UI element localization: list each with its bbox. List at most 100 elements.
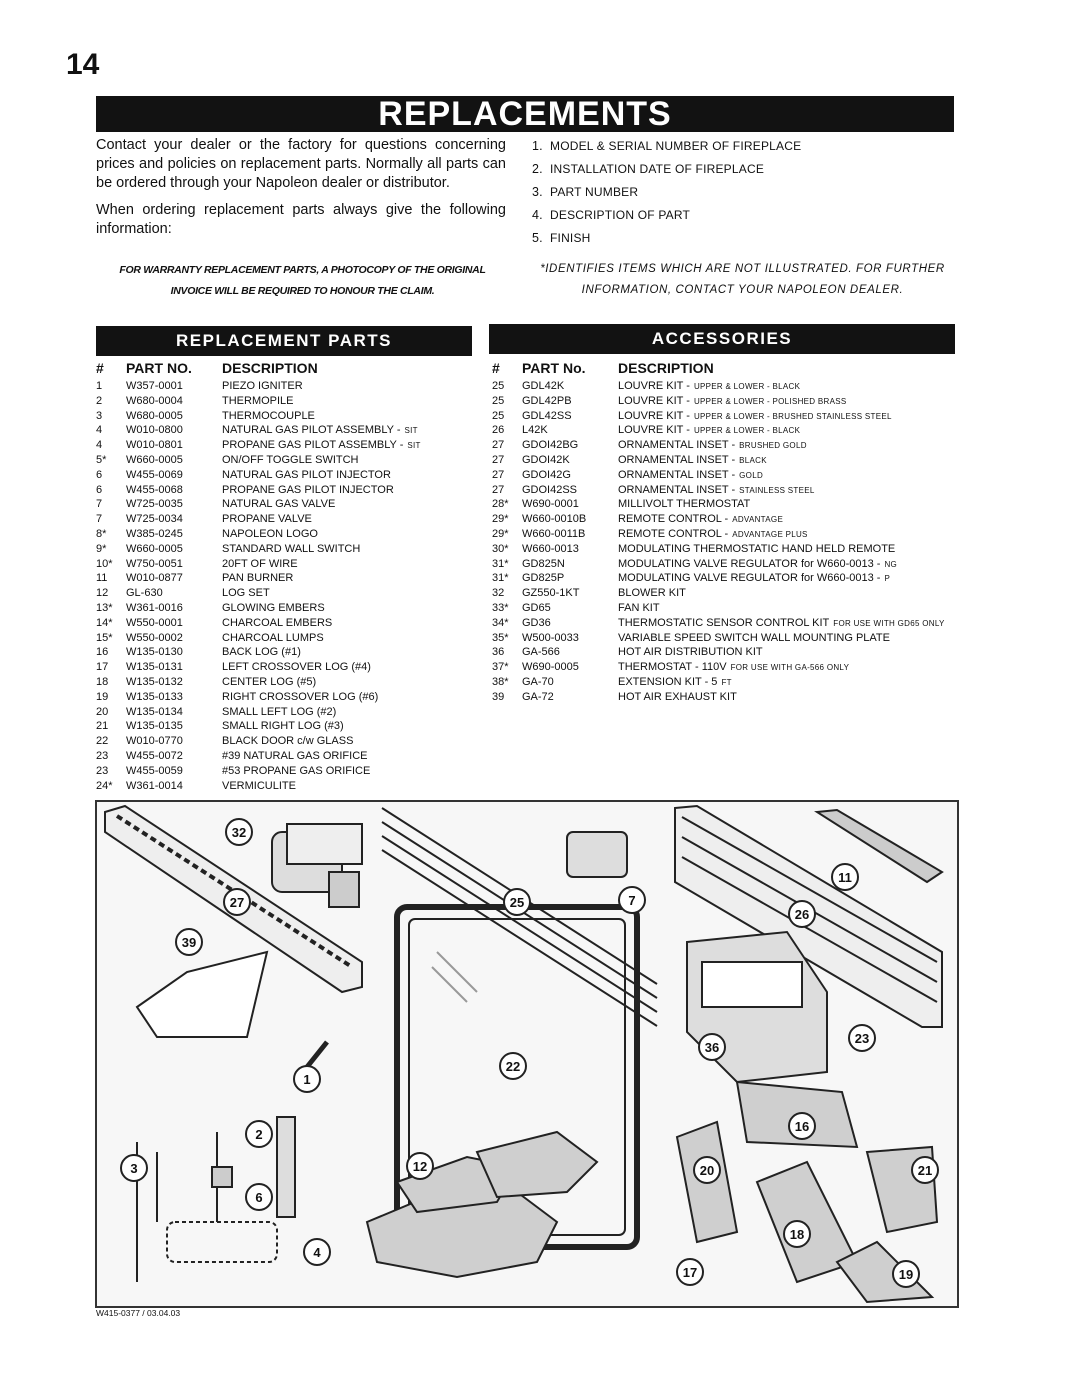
description-note: upper & lower - black — [693, 426, 801, 436]
description: BLACK DOOR c/w GLASS — [222, 735, 354, 748]
part-number: W361-0016 — [126, 601, 183, 614]
part-number: W660-0011B — [522, 527, 586, 540]
callout-label: 27 — [230, 895, 244, 910]
item-number: 27 — [492, 483, 505, 496]
item-number: 4 — [96, 439, 103, 452]
item-number: 24* — [96, 779, 113, 792]
part-number: GA-72 — [522, 690, 554, 703]
description: LOUVRE KIT - — [618, 424, 690, 437]
part-number: W455-0069 — [126, 468, 183, 481]
ordering-info-item: 5.Finish — [532, 231, 591, 245]
item-number: 33* — [492, 601, 509, 614]
part-number: W135-0132 — [126, 675, 183, 688]
callout-label: 25 — [510, 895, 524, 910]
description: THERMOCOUPLE — [222, 409, 315, 422]
description: REMOTE CONTROL - — [618, 513, 729, 526]
part-number: W010-0770 — [126, 735, 183, 748]
callout-label: 39 — [182, 935, 196, 950]
callout-label: 17 — [683, 1265, 697, 1280]
part-number: W660-0005 — [126, 453, 183, 466]
description: HOT AIR DISTRIBUTION KIT — [618, 646, 763, 659]
description: MODULATING VALVE REGULATOR for W660-0013… — [618, 557, 881, 570]
part-number: W361-0014 — [126, 779, 183, 792]
description: BACK LOG (#1) — [222, 646, 301, 659]
item-number: 10* — [96, 557, 113, 570]
item-number: 27 — [492, 468, 505, 481]
part-number: GA-70 — [522, 675, 554, 688]
item-number: 32 — [492, 587, 505, 600]
table-row: 16 W135-0130 BACK LOG (#1) — [96, 645, 481, 660]
description-note: upper & lower - black — [693, 382, 801, 391]
description: CHARCOAL LUMPS — [222, 631, 324, 644]
ordering-info-item: 1.Model & Serial Number of fireplace — [532, 139, 802, 153]
part-number: GDOI42BG — [522, 439, 579, 452]
item-number: 12 — [96, 587, 109, 600]
illustration-note: *identifies items which are not illustra… — [540, 263, 945, 296]
description: NATURAL GAS PILOT INJECTOR — [222, 468, 391, 481]
ordering-info-list: 1.Model & Serial Number of fireplace 2.I… — [532, 138, 952, 253]
part-number: W660-0005 — [126, 542, 183, 555]
description: PIEZO IGNITER — [222, 380, 303, 392]
pan-burner-drawing — [814, 808, 944, 884]
item-number: 36 — [492, 646, 505, 659]
part-number: W135-0130 — [126, 646, 183, 659]
item-number: 11 — [96, 572, 108, 585]
part-number: W680-0005 — [126, 409, 183, 422]
description: MODULATING THERMOSTATIC HAND HELD REMOTE — [618, 542, 896, 555]
description-note: advantage — [732, 515, 784, 525]
description-note: p — [884, 574, 891, 584]
description: SMALL RIGHT LOG (#3) — [222, 720, 344, 733]
accessories-header: #PART No.DESCRIPTION — [492, 360, 714, 376]
description: 20FT OF WIRE — [222, 557, 298, 570]
item-number: 30* — [492, 542, 509, 555]
description: PAN BURNER — [222, 572, 294, 585]
item-number: 15* — [96, 631, 113, 644]
item-number: 16 — [96, 646, 109, 659]
document-reference: W415-0377 / 03.04.03 — [96, 1308, 181, 1318]
description: STANDARD WALL SWITCH — [222, 542, 361, 555]
item-number: 23 — [96, 764, 109, 777]
item-number: 27 — [492, 453, 505, 466]
log-set-drawing — [365, 1080, 939, 1304]
description: BLOWER KIT — [618, 587, 686, 600]
item-number: 19 — [96, 690, 109, 703]
item-number: 8* — [96, 527, 107, 540]
item-number: 6 — [96, 483, 103, 496]
part-number: W660-0013 — [522, 542, 579, 555]
item-number: 25 — [492, 394, 505, 407]
callout-label: 32 — [232, 825, 246, 840]
parts-diagram: 32 27 39 25 7 11 26 36 23 1 22 2 3 6 4 1… — [95, 800, 959, 1308]
part-number: W135-0133 — [126, 690, 183, 703]
item-number: 7 — [96, 513, 103, 526]
item-number: 18 — [96, 675, 109, 688]
warranty-note: For warranty replacement parts, a photoc… — [119, 264, 486, 297]
accessories-heading: ACCESSORIES — [489, 324, 955, 354]
description: ORNAMENTAL INSET - — [618, 468, 736, 481]
description: THERMOSTAT - 110V — [618, 661, 727, 674]
part-number: GD825P — [522, 572, 565, 585]
part-number: GDL42K — [522, 380, 565, 392]
part-number: GD65 — [522, 601, 551, 614]
callout-label: 11 — [838, 870, 852, 885]
description: ORNAMENTAL INSET - — [618, 483, 736, 496]
